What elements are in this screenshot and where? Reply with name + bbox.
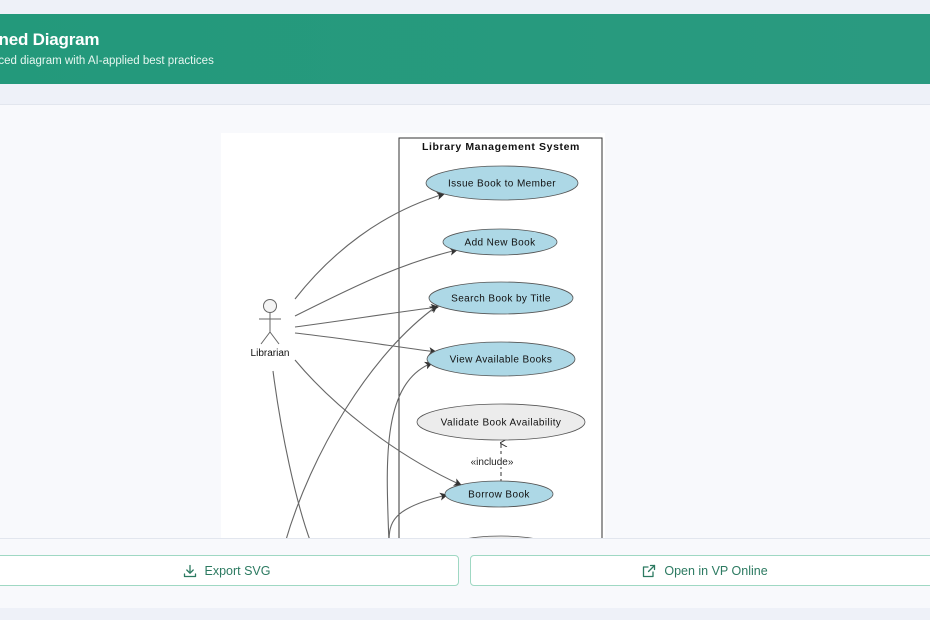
- export-svg-button[interactable]: Export SVG: [0, 555, 459, 586]
- svg-text:Add New Book: Add New Book: [465, 238, 537, 249]
- page-title: ined Diagram: [0, 30, 100, 49]
- use-case-add-new-book[interactable]: Add New Book: [442, 228, 558, 256]
- open-vp-online-label: Open in VP Online: [664, 563, 768, 578]
- page-subtitle: nced diagram with AI-applied best practi…: [0, 55, 214, 67]
- svg-text:Issue Book to Member: Issue Book to Member: [448, 179, 556, 190]
- assoc-lower-1: [272, 370, 312, 543]
- action-bar: Export SVG Open in VP Online: [0, 538, 930, 608]
- use-case-validate-availability[interactable]: Validate Book Availability: [416, 403, 586, 441]
- bottom-strip: [0, 608, 930, 620]
- assoc-lower-2: [284, 305, 438, 543]
- export-svg-label: Export SVG: [204, 563, 271, 578]
- actor-librarian[interactable]: [259, 299, 281, 345]
- assoc-lower-3: [386, 361, 433, 543]
- assoc-issue: [294, 192, 445, 300]
- svg-text:View Available Books: View Available Books: [450, 355, 553, 366]
- svg-text:Borrow Book: Borrow Book: [468, 490, 530, 501]
- actor-label: Librarian: [251, 348, 290, 359]
- use-case-diagram: Library Management System «include» Libr…: [251, 137, 603, 543]
- system-name: Library Management System: [422, 141, 580, 153]
- use-case-issue-book[interactable]: Issue Book to Member: [425, 165, 579, 201]
- actor-head: [263, 299, 277, 313]
- use-case-borrow-book[interactable]: Borrow Book: [444, 480, 554, 508]
- use-case-search-book[interactable]: Search Book by Title: [428, 281, 574, 315]
- actor-leg-right: [269, 331, 280, 345]
- open-vp-online-button[interactable]: Open in VP Online: [470, 555, 930, 586]
- assoc-borrow: [294, 359, 462, 486]
- diagram-canvas[interactable]: Library Management System «include» Libr…: [221, 133, 605, 543]
- svg-text:Search Book by Title: Search Book by Title: [451, 294, 551, 305]
- page-header: ined Diagram nced diagram with AI-applie…: [0, 14, 930, 84]
- svg-text:Validate Book Availability: Validate Book Availability: [441, 418, 562, 429]
- external-link-icon: [643, 564, 656, 577]
- include-label: «include»: [471, 457, 514, 468]
- download-icon: [183, 564, 196, 577]
- assoc-search: [294, 303, 439, 328]
- use-case-view-available[interactable]: View Available Books: [426, 341, 576, 377]
- actor-leg-left: [260, 331, 271, 345]
- assoc-view: [294, 332, 437, 356]
- assoc-add: [294, 247, 458, 317]
- assoc-lower-4: [388, 492, 448, 543]
